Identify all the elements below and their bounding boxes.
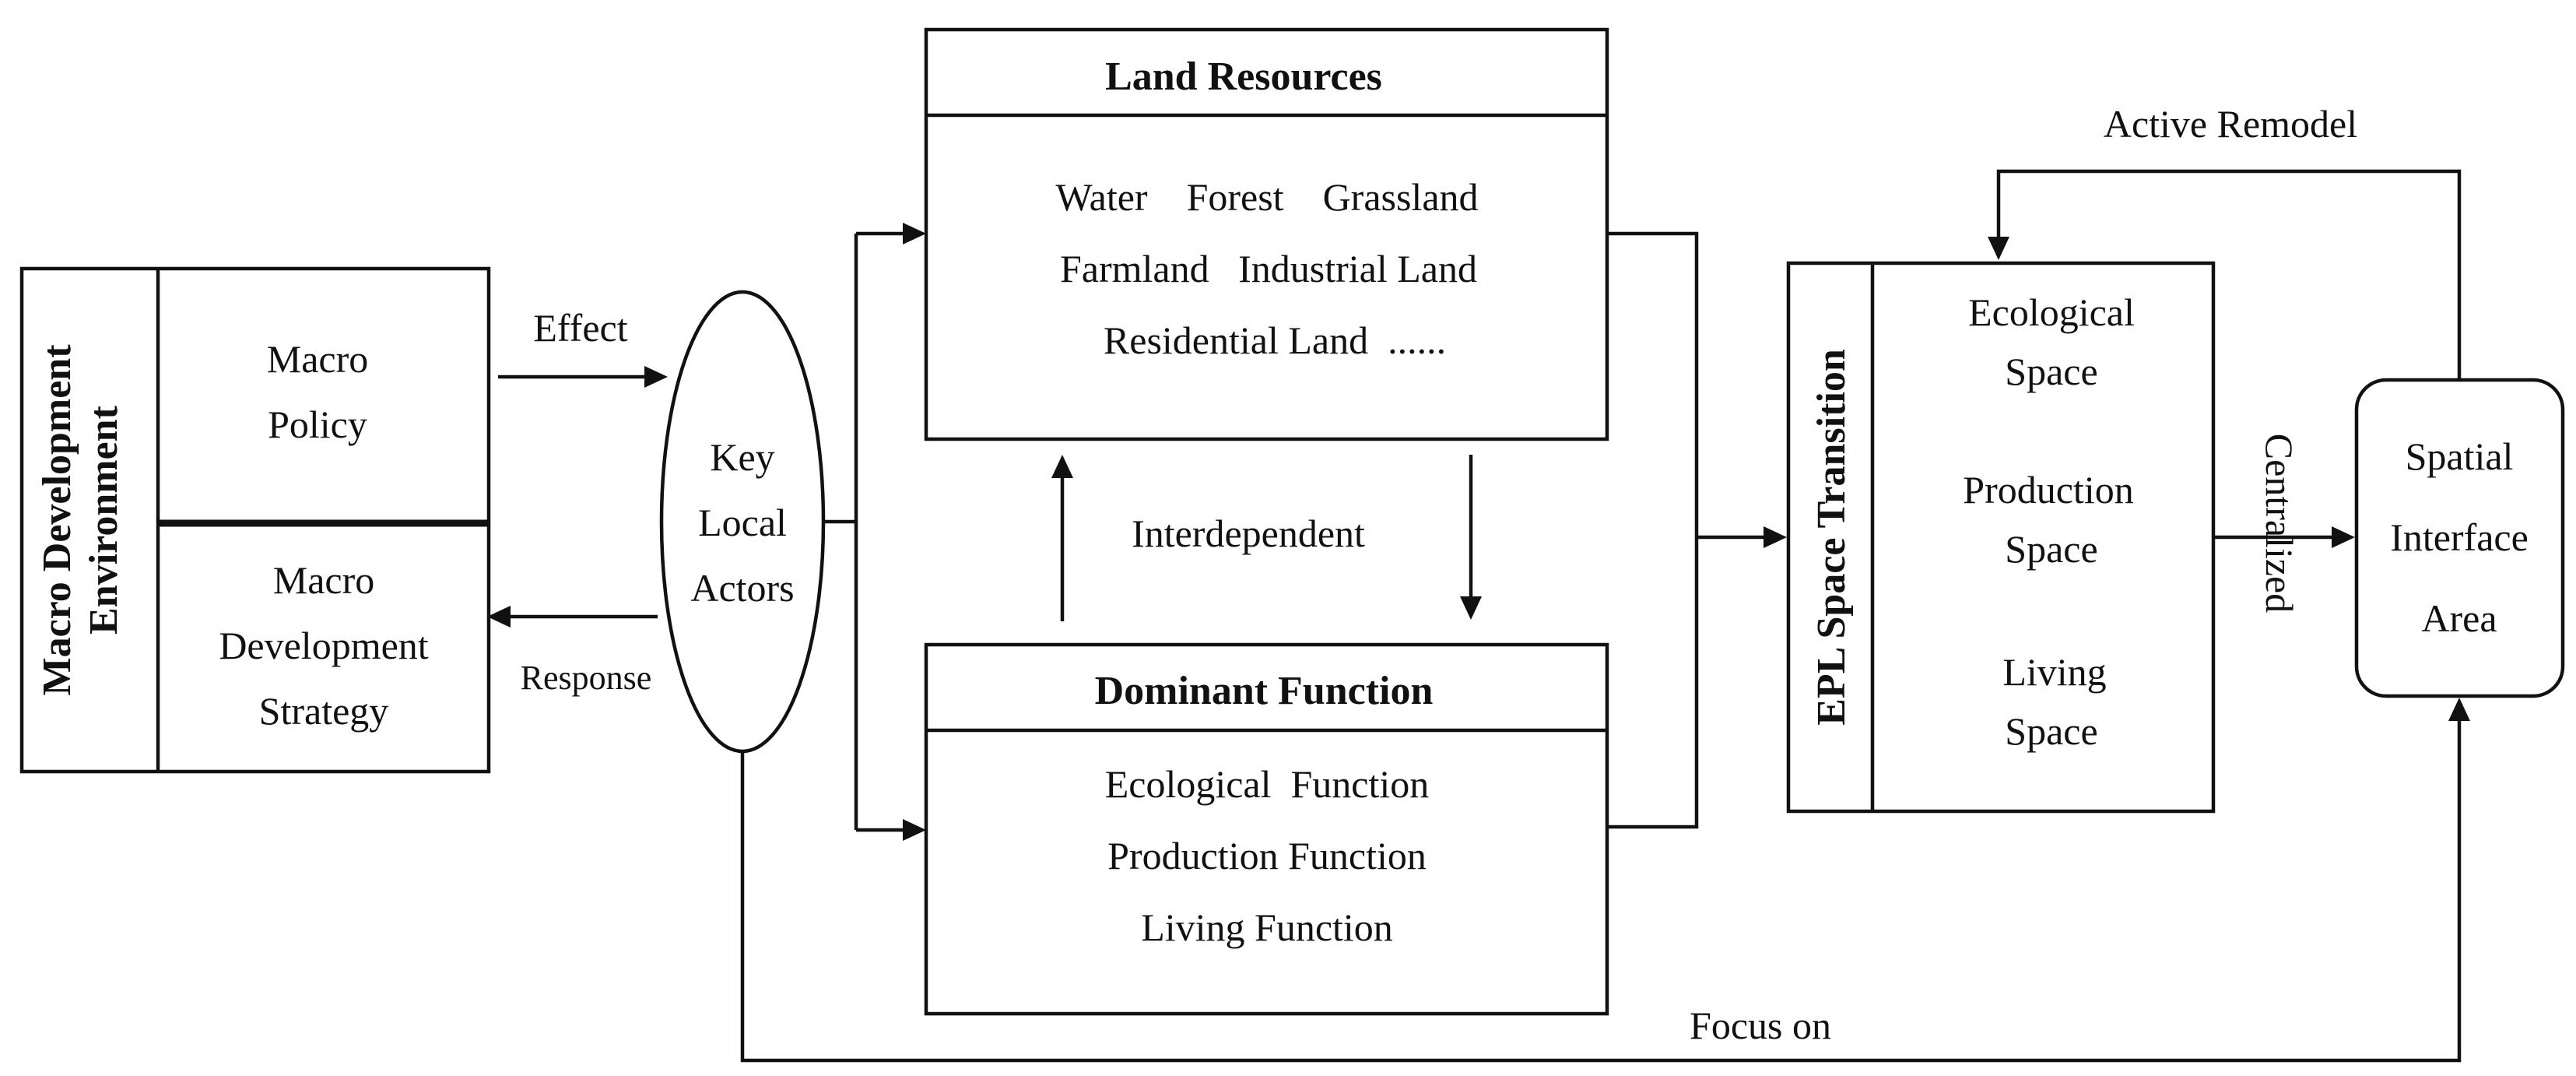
living-space-line-2: Space — [2005, 709, 2097, 753]
ecological-space-line-1: Ecological — [1968, 290, 2135, 334]
macro-policy-line-2: Policy — [268, 403, 367, 446]
dominant-function-line-1: Ecological Function — [1105, 762, 1430, 806]
active-remodel-label: Active Remodel — [2104, 102, 2357, 146]
focus-on-arrow — [740, 698, 2470, 1063]
spatial-interface-line-1: Spatial — [2406, 434, 2514, 478]
dominant-function-frame — [924, 642, 1609, 1016]
effect-label: Effect — [533, 306, 627, 350]
interdependent-down-arrow — [1460, 455, 1482, 620]
interdependent-label: Interdependent — [1132, 512, 1365, 555]
interdependent-up-arrow — [1051, 455, 1073, 621]
epl-title: EPL Space Transition — [1809, 349, 1854, 726]
key-actors-line-2: Local — [698, 501, 787, 544]
effect-arrow — [498, 366, 668, 388]
land-resources-block: Land Resources Water Forest Grassland Fa… — [924, 27, 1609, 441]
centralized-label: Centralized — [2258, 434, 2301, 613]
key-actors-line-1: Key — [710, 435, 774, 479]
dominant-function-title: Dominant Function — [1095, 669, 1434, 713]
macro-strategy-line-2: Development — [219, 624, 428, 667]
response-label: Response — [521, 659, 652, 697]
macro-environment-title-1: Macro Development — [35, 344, 79, 696]
macro-environment-title-2: Environment — [82, 405, 126, 634]
focus-on-label: Focus on — [1690, 1004, 1831, 1047]
land-resources-title: Land Resources — [1105, 55, 1382, 99]
dominant-function-line-2: Production Function — [1107, 834, 1427, 877]
macro-environment-block: Macro Development Environment Macro Poli… — [19, 266, 491, 774]
merge-connector — [1607, 231, 1787, 829]
spatial-interface-line-3: Area — [2421, 596, 2497, 640]
macro-policy-line-1: Macro — [267, 337, 369, 381]
actors-branch-connector — [823, 223, 926, 841]
active-remodel-arrow — [1988, 169, 2462, 380]
epl-space-transition-block: EPL Space Transition Ecological Space Pr… — [1786, 261, 2216, 814]
macro-strategy-line-1: Macro — [273, 558, 375, 602]
macro-strategy-line-3: Strategy — [259, 689, 389, 733]
ecological-space-line-2: Space — [2005, 350, 2097, 393]
spatial-interface-line-2: Interface — [2390, 515, 2529, 559]
production-space-line-1: Production — [1963, 468, 2133, 512]
land-resources-line-2: Farmland Industrial Land — [1060, 247, 1477, 290]
centralized-arrow — [2213, 526, 2355, 548]
dominant-function-block: Dominant Function Ecological Function Pr… — [924, 642, 1609, 1016]
response-arrow — [487, 606, 658, 628]
production-space-line-2: Space — [2005, 527, 2097, 571]
key-actors-line-3: Actors — [690, 566, 794, 610]
land-resources-line-1: Water Forest Grassland — [1055, 175, 1478, 219]
land-resources-line-3: Residential Land ...... — [1104, 318, 1446, 362]
living-space-line-1: Living — [2002, 650, 2106, 694]
dominant-function-line-3: Living Function — [1141, 905, 1393, 949]
